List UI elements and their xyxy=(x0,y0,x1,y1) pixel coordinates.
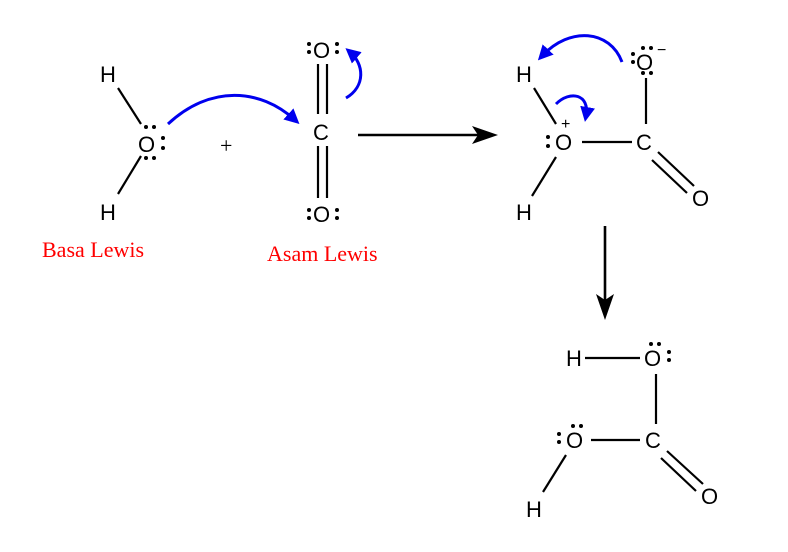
c-o-double-bond xyxy=(666,450,704,485)
lewis-base-label: Basa Lewis xyxy=(42,237,144,262)
reaction-arrow xyxy=(596,226,614,320)
carbonic-acid-molecule: H O C O H O xyxy=(526,342,718,522)
oxygen-atom: O xyxy=(701,484,718,509)
carbon-atom: C xyxy=(313,120,329,145)
lone-pair-dots xyxy=(546,46,653,148)
electron-flow-arrow xyxy=(554,94,595,122)
plus-sign: + xyxy=(220,133,232,158)
c-o-double-bond xyxy=(660,457,697,492)
zwitterion-intermediate: H O + H C O − O xyxy=(516,42,709,225)
oxygen-atom: O xyxy=(138,132,155,157)
oxygen-atom: O xyxy=(644,346,661,371)
o-h-bond xyxy=(542,454,567,493)
c-o-double-bond xyxy=(651,159,688,194)
lone-pair-dots xyxy=(307,42,339,220)
oxygen-atom: O xyxy=(313,38,330,63)
water-molecule: H O H xyxy=(100,62,165,225)
hydrogen-atom: H xyxy=(516,200,532,225)
carbon-atom: C xyxy=(645,428,661,453)
hydrogen-atom: H xyxy=(516,62,532,87)
electron-flow-arrow xyxy=(345,48,363,100)
negative-charge: − xyxy=(657,42,666,59)
lone-pair-dots xyxy=(144,125,165,160)
c-o-double-bond xyxy=(657,151,695,187)
hydrogen-atom: H xyxy=(526,497,542,522)
oxygen-atom: O xyxy=(566,428,583,453)
oxygen-atom: O xyxy=(636,50,653,75)
electron-flow-arrow xyxy=(166,94,300,126)
o-h-bond xyxy=(117,87,142,125)
hydrogen-atom: H xyxy=(566,346,582,371)
o-h-bond xyxy=(533,87,557,125)
lewis-acid-label: Asam Lewis xyxy=(267,241,378,266)
electron-flow-arrow xyxy=(537,34,624,63)
carbon-dioxide-molecule: O C O xyxy=(307,38,339,227)
o-h-bond xyxy=(117,155,142,195)
positive-charge: + xyxy=(561,116,570,133)
hydrogen-atom: H xyxy=(100,200,116,225)
o-h-bond xyxy=(531,156,557,197)
oxygen-atom: O xyxy=(555,130,572,155)
oxygen-atom: O xyxy=(692,186,709,211)
oxygen-atom: O xyxy=(313,202,330,227)
lone-pair-dots xyxy=(557,342,671,444)
carbon-atom: C xyxy=(636,130,652,155)
reaction-arrow xyxy=(358,126,498,144)
hydrogen-atom: H xyxy=(100,62,116,87)
